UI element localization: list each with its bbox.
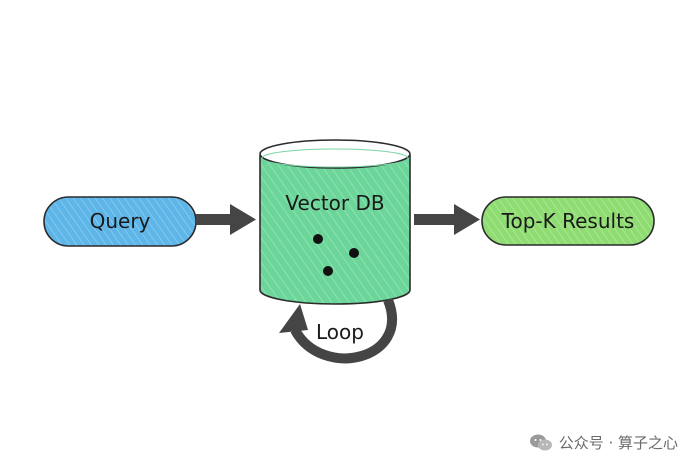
results-pill bbox=[481, 196, 655, 246]
loop-arc bbox=[290, 298, 397, 364]
loop-label: Loop bbox=[316, 320, 364, 344]
query-node: Query bbox=[43, 196, 197, 247]
vector-dot bbox=[349, 248, 359, 258]
vector-db-body bbox=[259, 155, 411, 305]
results-node: Top-K Results bbox=[481, 196, 655, 246]
results-label: Top-K Results bbox=[501, 209, 635, 233]
vector-dot bbox=[323, 266, 333, 276]
vector-db-node: Vector DB bbox=[259, 139, 411, 305]
vector-db-label: Vector DB bbox=[285, 191, 384, 215]
vector-dot bbox=[313, 234, 323, 244]
arrow-db-to-results bbox=[414, 204, 480, 235]
arrow-query-to-db bbox=[196, 204, 256, 235]
wechat-icon bbox=[529, 434, 552, 450]
loop-arrow: Loop bbox=[279, 298, 397, 364]
query-label: Query bbox=[90, 209, 151, 233]
loop-arrowhead bbox=[279, 304, 308, 333]
watermark-text: 公众号 · 算子之心 bbox=[558, 434, 678, 452]
watermark: 公众号 · 算子之心 bbox=[529, 432, 678, 453]
vector-db-top bbox=[259, 139, 411, 169]
